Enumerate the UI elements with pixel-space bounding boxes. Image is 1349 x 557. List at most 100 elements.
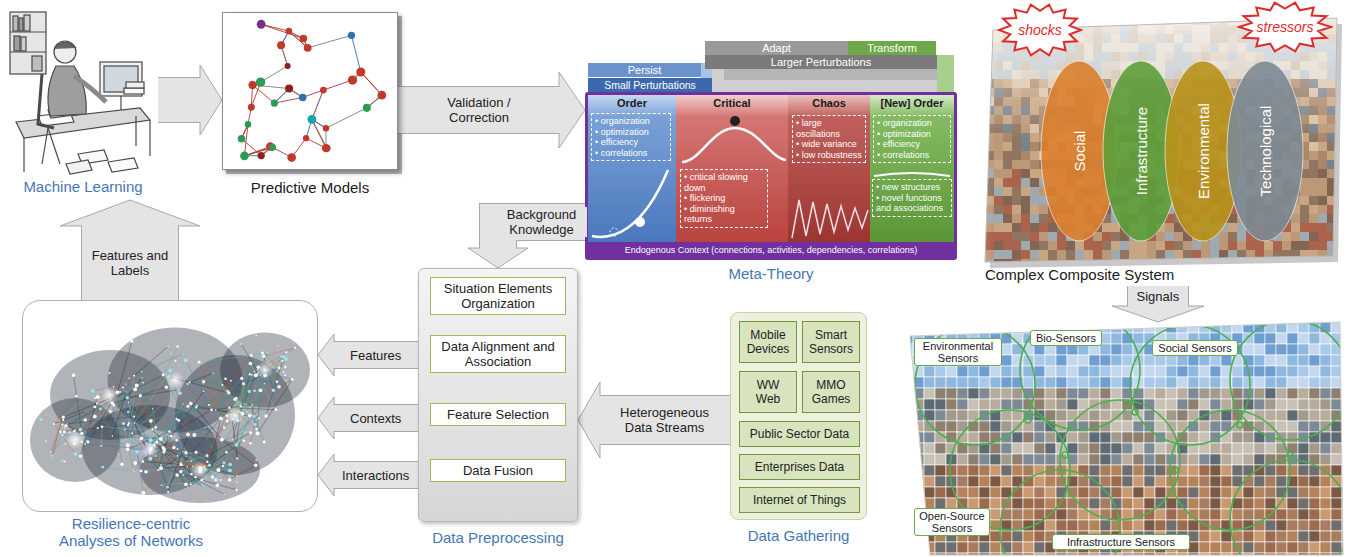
decor-circle [202, 485, 204, 487]
decor-path [48, 66, 86, 116]
decor-circle [177, 448, 179, 450]
decor-circle [178, 392, 182, 396]
decor-rect [1300, 259, 1309, 268]
decor-rect [1342, 344, 1349, 355]
decor-line [250, 364, 256, 375]
decor-rect [19, 18, 23, 31]
decor-rect [1327, 259, 1336, 268]
decor-circle [142, 459, 143, 460]
decor-line [230, 465, 256, 480]
decor-circle [64, 460, 66, 462]
decor-rect [1001, 344, 1012, 355]
decor-circle [223, 494, 224, 495]
decor-rect [1336, 160, 1345, 169]
decor-line [188, 406, 223, 466]
decor-circle [50, 451, 52, 453]
decor-rect [1336, 88, 1345, 97]
decor-circle [73, 452, 77, 456]
decor-rect [1246, 259, 1255, 268]
decor-rect [1342, 333, 1349, 344]
decor-circle [94, 397, 96, 399]
decor-rect [1155, 355, 1166, 366]
decor-circle [225, 451, 227, 453]
decor-rect [1336, 259, 1345, 268]
decor-circle [66, 431, 84, 449]
decor-rect [1336, 241, 1345, 250]
decor-line [239, 379, 292, 411]
decor-circle [126, 396, 129, 399]
decor-circle [84, 443, 86, 445]
decor-circle [178, 364, 180, 366]
decor-circle [198, 361, 201, 364]
decor-circle [133, 416, 135, 418]
decor-circle [176, 455, 178, 457]
decor-circle [253, 389, 256, 392]
decor-circle [228, 463, 232, 467]
decor-circle [141, 441, 159, 459]
decor-line [128, 402, 142, 459]
decor-circle [99, 408, 102, 411]
decor-circle [184, 482, 188, 486]
decor-circle [244, 432, 245, 433]
decor-line [361, 72, 382, 95]
decor-rect [1336, 214, 1345, 223]
decor-circle [186, 383, 188, 385]
decor-circle [157, 469, 159, 471]
decor-rect [1177, 355, 1188, 366]
decor-rect [979, 322, 990, 333]
decor-circle [187, 486, 188, 487]
decor-rect [1129, 16, 1138, 25]
decor-circle [186, 433, 190, 437]
decor-circle [258, 417, 260, 419]
decor-circle [101, 386, 119, 404]
decor-circle [281, 360, 283, 362]
decor-line [279, 379, 292, 386]
decor-rect [1120, 16, 1129, 25]
decor-circle [64, 428, 65, 429]
decor-rect [1336, 124, 1345, 133]
decor-line [207, 456, 237, 490]
decor-circle [51, 454, 54, 457]
decor-circle [53, 423, 55, 425]
decor-circle [96, 395, 100, 399]
decor-g [39, 335, 296, 495]
decor-line [134, 387, 166, 416]
decor-circle [64, 424, 67, 427]
decor-circle [141, 491, 145, 495]
decor-circle [322, 144, 330, 152]
decor-circle [149, 419, 153, 423]
decor-line [23, 138, 24, 172]
decor-circle [131, 432, 133, 434]
decor-circle [269, 144, 276, 151]
decor-circle [222, 465, 224, 467]
decor-circle [167, 491, 169, 493]
decor-circle [120, 462, 123, 465]
decor-line [142, 460, 180, 463]
decor-circle [122, 387, 124, 389]
decor-circle [240, 152, 249, 161]
decor-circle [285, 351, 287, 353]
decor-rect [1255, 259, 1264, 268]
decor-circle [184, 358, 188, 362]
decor-line [257, 370, 265, 429]
decor-circle [184, 451, 187, 454]
decor-line [102, 427, 169, 432]
decor-line [164, 406, 188, 452]
decor-line [179, 391, 228, 420]
decor-line [54, 396, 77, 424]
decor-circle [187, 466, 189, 468]
decor-line [42, 128, 48, 164]
decor-circle [54, 41, 76, 63]
decor-circle [254, 371, 256, 373]
decor-line [221, 385, 223, 418]
decor-circle [307, 115, 316, 124]
decor-circle [175, 473, 179, 477]
decor-circle [283, 356, 286, 359]
decor-circle [277, 345, 278, 346]
decor-circle [134, 461, 138, 465]
decor-line [158, 453, 186, 470]
decor-circle [127, 411, 129, 413]
decor-line [135, 116, 136, 146]
decor-rect [1111, 322, 1122, 333]
decor-line [141, 438, 161, 485]
